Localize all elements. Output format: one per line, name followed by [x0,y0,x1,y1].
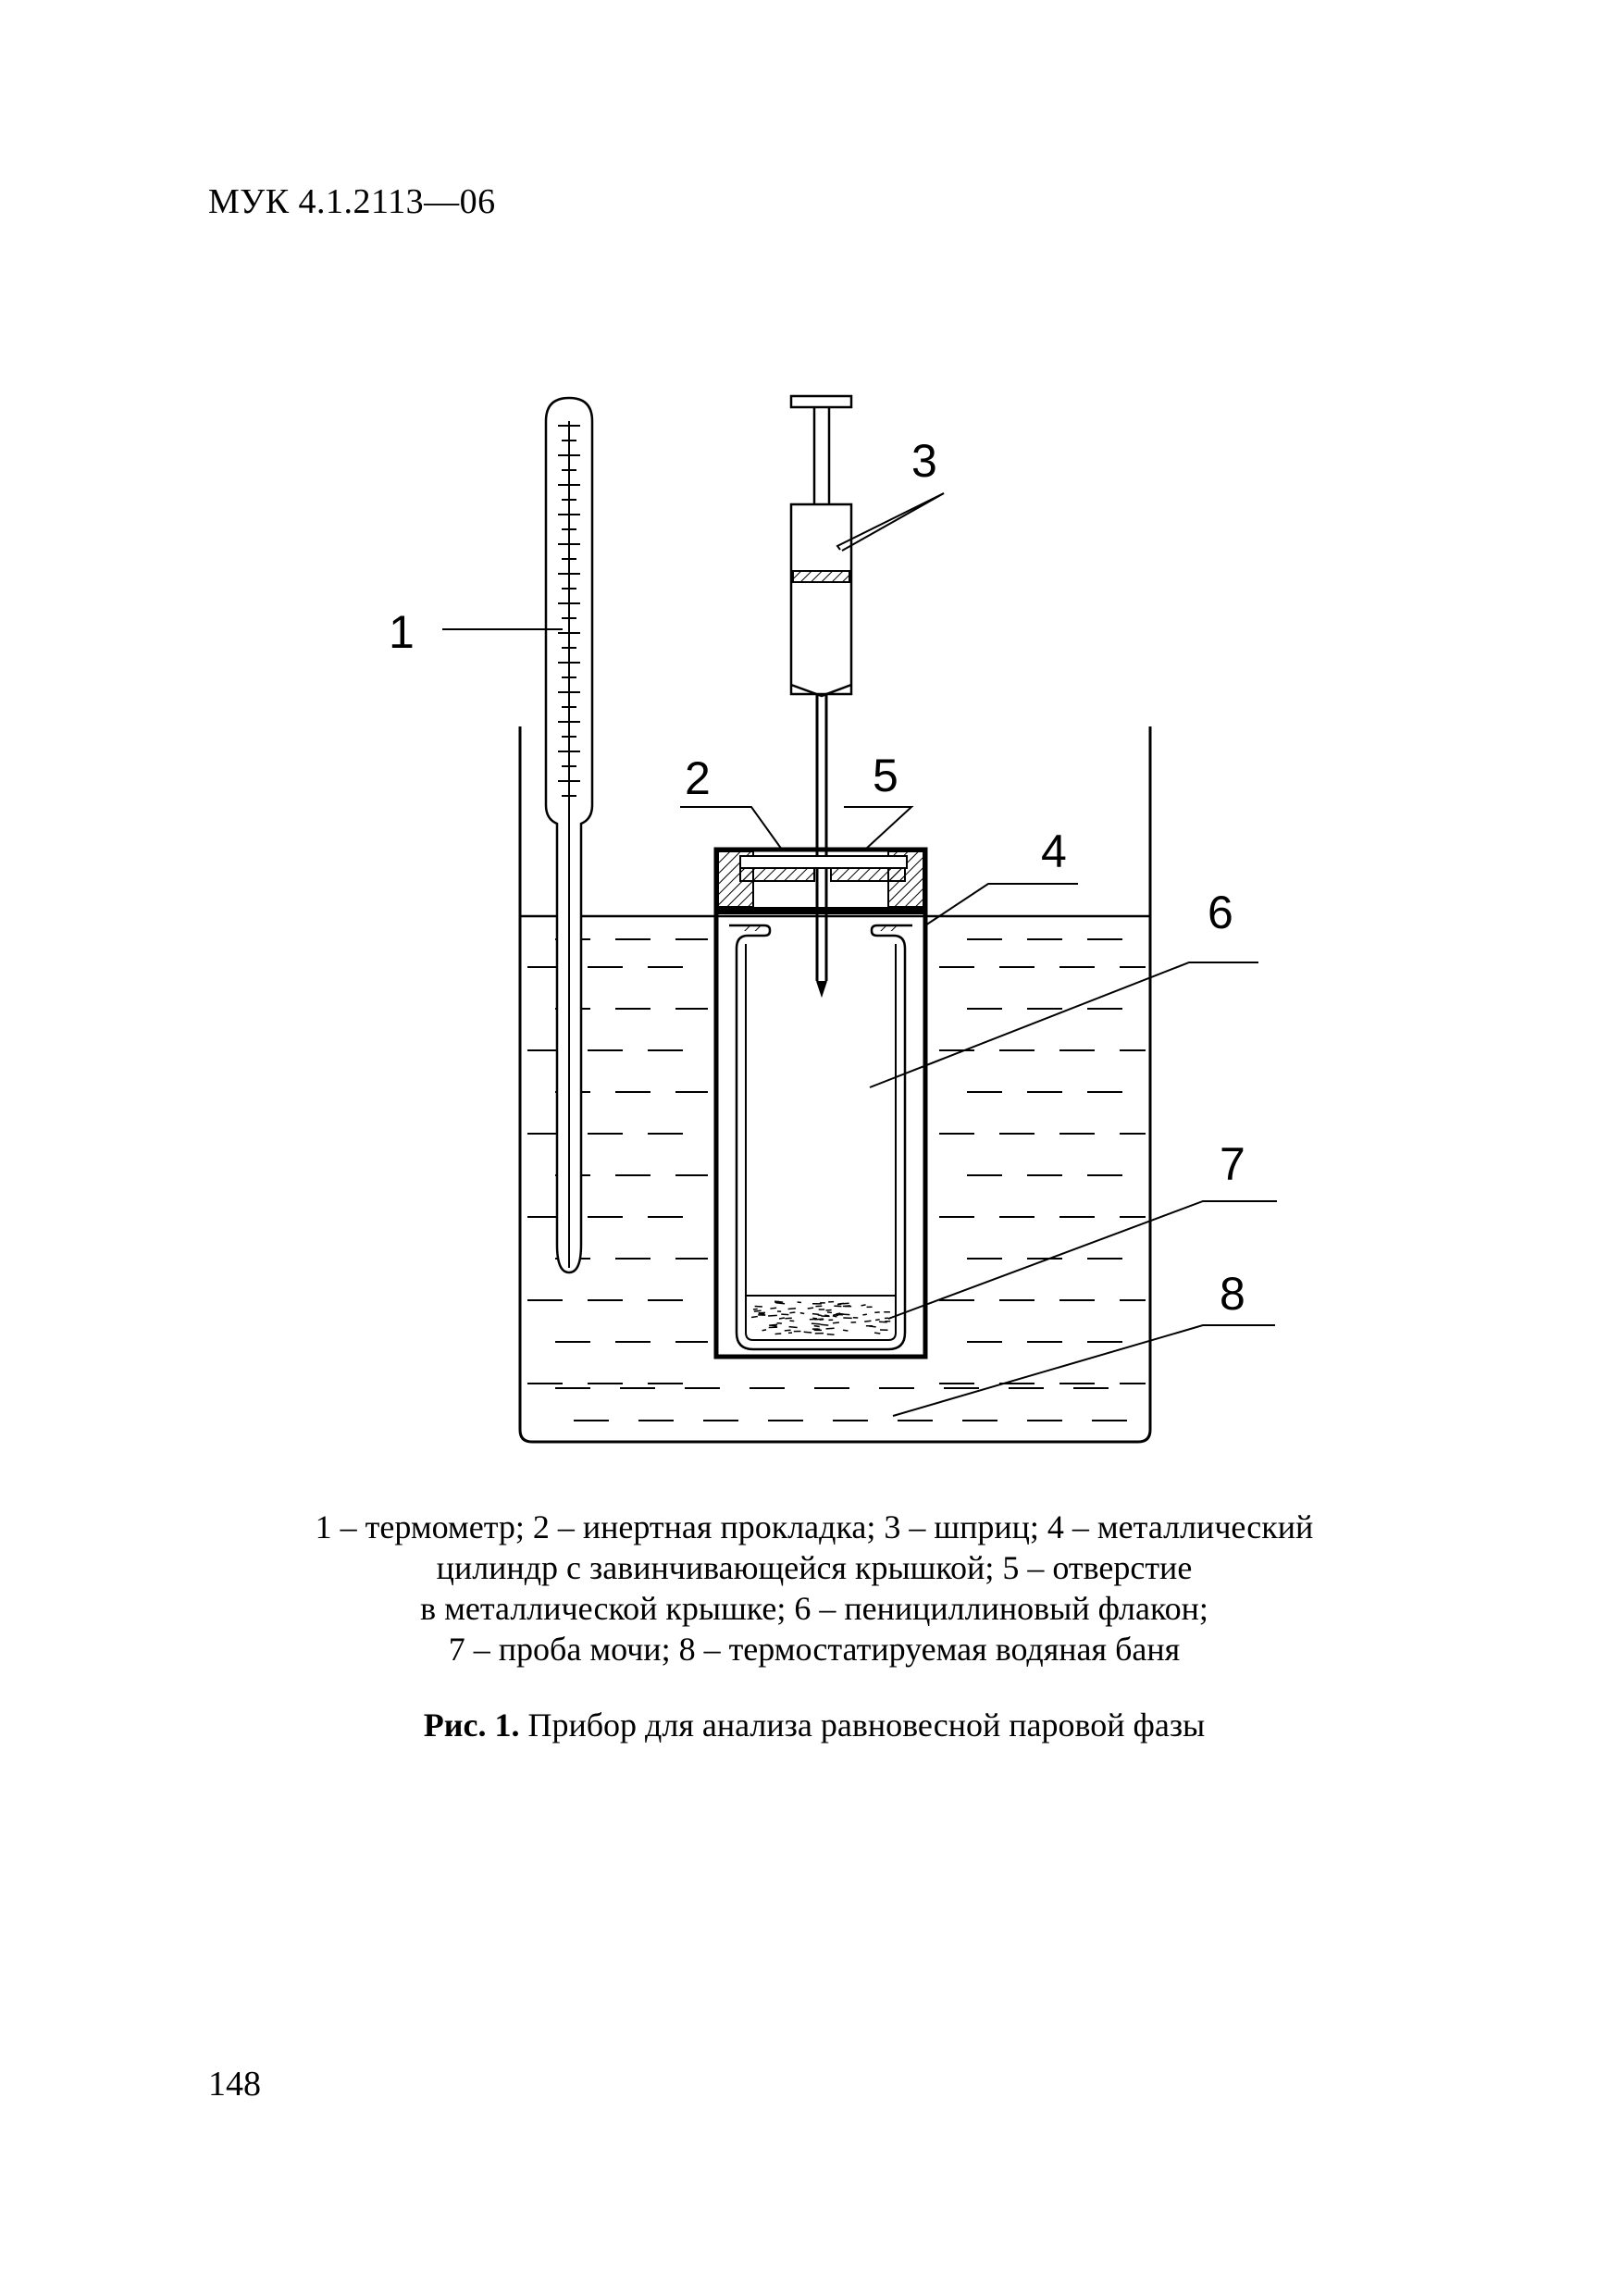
figure-legend: 1 – термометр; 2 – инертная прокладка; 3… [259,1507,1369,1669]
inert-gasket [739,867,906,882]
apparatus-drawing: 1 2 3 4 5 6 7 8 [389,394,1277,1444]
penicillin-vial [729,924,912,1351]
label-2: 2 [685,752,711,804]
figure-title: Рис. 1. Прибор для анализа равновесной п… [259,1706,1369,1744]
label-3: 3 [911,435,937,487]
urine-sample [747,1295,895,1336]
figure-number: Рис. 1. [423,1706,520,1744]
page-number: 148 [208,2065,261,2104]
label-8: 8 [1220,1268,1245,1320]
legend-line: в металлической крышке; 6 – пенициллинов… [420,1590,1208,1627]
sample-texture [750,1300,891,1336]
label-7: 7 [1220,1138,1245,1190]
apparatus-diagram: 1 2 3 4 5 6 7 8 [389,394,1277,1444]
label-4: 4 [1041,825,1067,877]
leader-lines [442,492,1277,1417]
thermometer-scale [558,421,580,1240]
water-bath [518,726,1152,1444]
thermometer [544,396,594,1274]
syringe [789,394,853,999]
legend-line: 1 – термометр; 2 – инертная прокладка; 3… [315,1508,1314,1545]
label-1: 1 [389,606,415,658]
label-5: 5 [873,750,898,801]
figure-title-text: Прибор для анализа равновесной паровой ф… [519,1706,1206,1744]
document-code-header: МУК 4.1.2113—06 [208,182,496,221]
legend-line: цилиндр с завинчивающейся крышкой; 5 – о… [436,1549,1193,1586]
legend-line: 7 – проба мочи; 8 – термостатируемая вод… [448,1631,1181,1668]
label-6: 6 [1208,887,1233,938]
